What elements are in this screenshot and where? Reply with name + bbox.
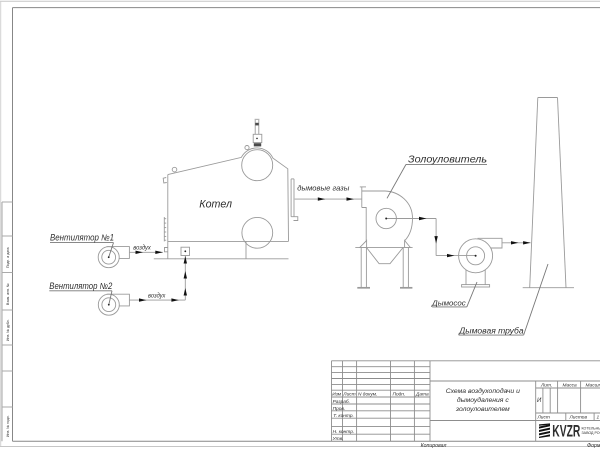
svg-text:Дымосос: Дымосос <box>431 298 466 307</box>
svg-text:воздух: воздух <box>148 293 166 299</box>
svg-text:Утв.: Утв. <box>333 436 344 442</box>
svg-text:ЗАВОД РОС: ЗАВОД РОС <box>582 431 600 435</box>
svg-text:Масштаб: Масштаб <box>586 382 600 388</box>
svg-text:Лист: Лист <box>537 414 550 420</box>
svg-text:Изм: Изм <box>332 391 342 397</box>
svg-text:Дата: Дата <box>415 391 429 397</box>
svg-text:Инв. № подл.: Инв. № подл. <box>6 415 10 437</box>
svg-text:Вентилятор №1: Вентилятор №1 <box>50 233 114 243</box>
svg-text:Н. контр.: Н. контр. <box>333 429 355 435</box>
svg-text:дымоудаления с: дымоудаления с <box>457 396 509 404</box>
svg-text:Золоуловитель: Золоуловитель <box>408 154 487 166</box>
svg-text:Пров.: Пров. <box>333 406 346 412</box>
svg-text:Взам. инв. №: Взам. инв. № <box>6 283 10 305</box>
svg-text:Инв. № дубл.: Инв. № дубл. <box>6 319 10 341</box>
svg-text:Котел: Котел <box>199 198 232 210</box>
svg-text:1: 1 <box>597 414 600 420</box>
svg-text:Листов: Листов <box>569 414 588 420</box>
svg-text:N докум.: N докум. <box>358 391 377 397</box>
svg-text:Копировал: Копировал <box>421 443 447 449</box>
svg-text:Схема воздухоподачи и: Схема воздухоподачи и <box>446 387 520 395</box>
svg-text:Лит.: Лит. <box>540 382 552 388</box>
svg-text:Вентилятор №2: Вентилятор №2 <box>49 281 112 291</box>
svg-text:Формат: Формат <box>587 443 600 449</box>
svg-text:Т. контр.: Т. контр. <box>333 413 354 419</box>
svg-text:Разраб.: Разраб. <box>333 399 350 405</box>
svg-text:Масса: Масса <box>563 382 578 388</box>
svg-text:воздух: воздух <box>133 246 152 252</box>
svg-text:Дымовая труба: Дымовая труба <box>458 327 524 336</box>
svg-text:Лист: Лист <box>342 391 355 397</box>
svg-text:KVZR: KVZR <box>552 422 580 441</box>
svg-text:Подп. и дата: Подп. и дата <box>6 247 10 268</box>
svg-text:И: И <box>537 398 542 404</box>
svg-text:золоуловителем: золоуловителем <box>455 406 510 413</box>
svg-text:дымовые газы: дымовые газы <box>297 183 350 192</box>
svg-text:КОТЕЛЬНЫЙ: КОТЕЛЬНЫЙ <box>582 427 600 431</box>
svg-text:Подп.: Подп. <box>393 391 406 397</box>
